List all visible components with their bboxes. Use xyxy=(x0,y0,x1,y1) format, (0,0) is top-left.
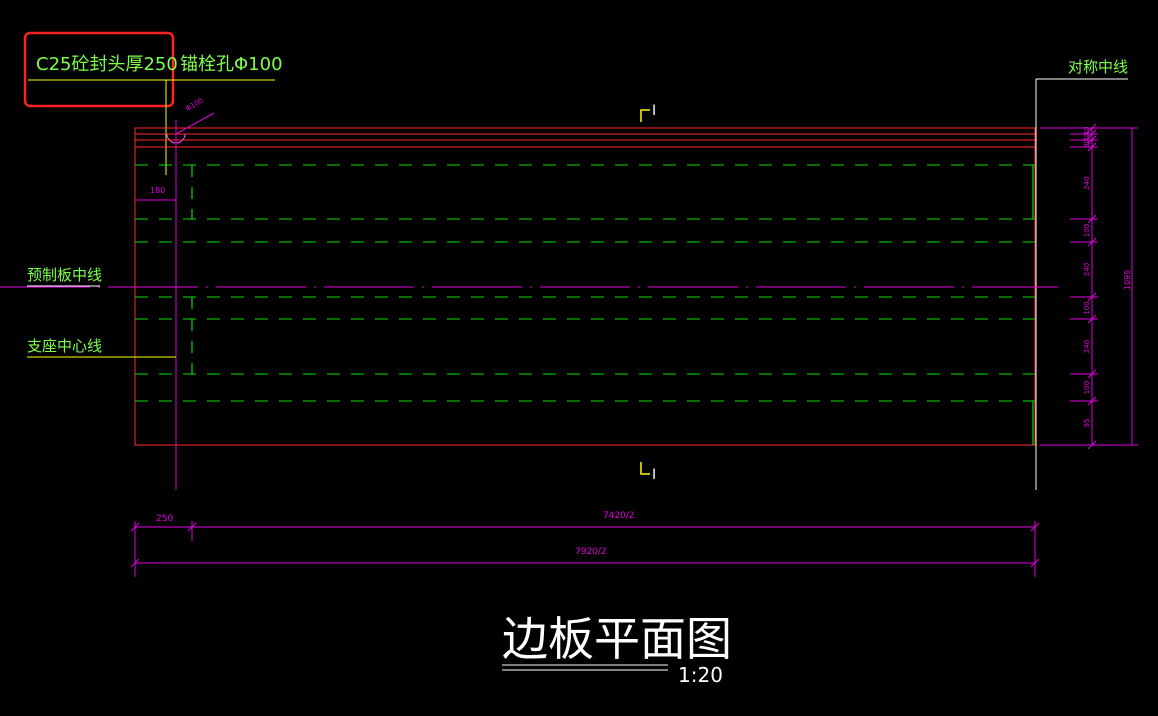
right-dim-tick-slash xyxy=(1087,237,1097,247)
right-dim-tick-slash xyxy=(1087,123,1097,133)
anchor-hole-label: 锚栓孔Φ100 xyxy=(180,54,283,75)
right-dim-label: 95 xyxy=(1083,419,1091,428)
right-dim-tick-slash xyxy=(1087,440,1097,450)
right-dim-tick-slash xyxy=(1087,129,1097,139)
right-dim-label: 240 xyxy=(1083,176,1091,189)
right-dim-tick-slash xyxy=(1087,292,1097,302)
support-centerline-label: 支座中心线 xyxy=(27,337,102,355)
right-dim-label: 80 xyxy=(1083,139,1091,148)
right-dim-label: 100 xyxy=(1083,224,1091,237)
drawing-scale: 1:20 xyxy=(678,663,723,687)
right-dim-label: 240 xyxy=(1083,263,1091,276)
section-marker-bottom: I xyxy=(640,462,656,483)
section-marker-top: I xyxy=(640,103,656,122)
angle-label: Φ100 xyxy=(184,97,204,113)
right-dimension-ticks xyxy=(1070,123,1098,450)
rebar-verticals xyxy=(191,165,1034,445)
bottom-total-dim: 7920/2 xyxy=(575,547,607,557)
anchor-hole-leader xyxy=(175,112,215,135)
right-dim-label: 100 xyxy=(1083,301,1091,314)
right-dim-tick-slash xyxy=(1087,142,1097,152)
seal-note-label: C25砼封头厚250 xyxy=(36,54,178,75)
section-top-label: I xyxy=(652,103,656,119)
right-dim-label: 40 xyxy=(1083,133,1091,142)
right-dim-label: 100 xyxy=(1083,381,1091,394)
right-dim-tick-slash xyxy=(1087,135,1097,145)
right-dim-tick-slash xyxy=(1087,214,1097,224)
precast-centerline-label: 预制板中线 xyxy=(27,266,102,284)
right-dim-tick-slash xyxy=(1087,314,1097,324)
right-dim-tick-slash xyxy=(1087,369,1097,379)
section-bottom-label: I xyxy=(652,467,656,483)
bottom-left-dim: 250 xyxy=(156,514,173,524)
rebar-lines xyxy=(135,164,1035,402)
bottom-dimension-lines xyxy=(130,521,1040,577)
left-offset-label: 180 xyxy=(150,186,165,195)
bottom-mid-dim: 7420/2 xyxy=(603,511,635,521)
right-dim-label: 40 xyxy=(1083,127,1091,136)
drawing-title: 边板平面图 xyxy=(502,612,732,666)
right-dim-tick-slash xyxy=(1087,396,1097,406)
right-total-label: 1095 xyxy=(1123,270,1132,290)
highlight-box xyxy=(23,31,175,108)
right-dim-label: 240 xyxy=(1083,340,1091,353)
symmetry-line-label: 对称中线 xyxy=(1068,58,1128,76)
